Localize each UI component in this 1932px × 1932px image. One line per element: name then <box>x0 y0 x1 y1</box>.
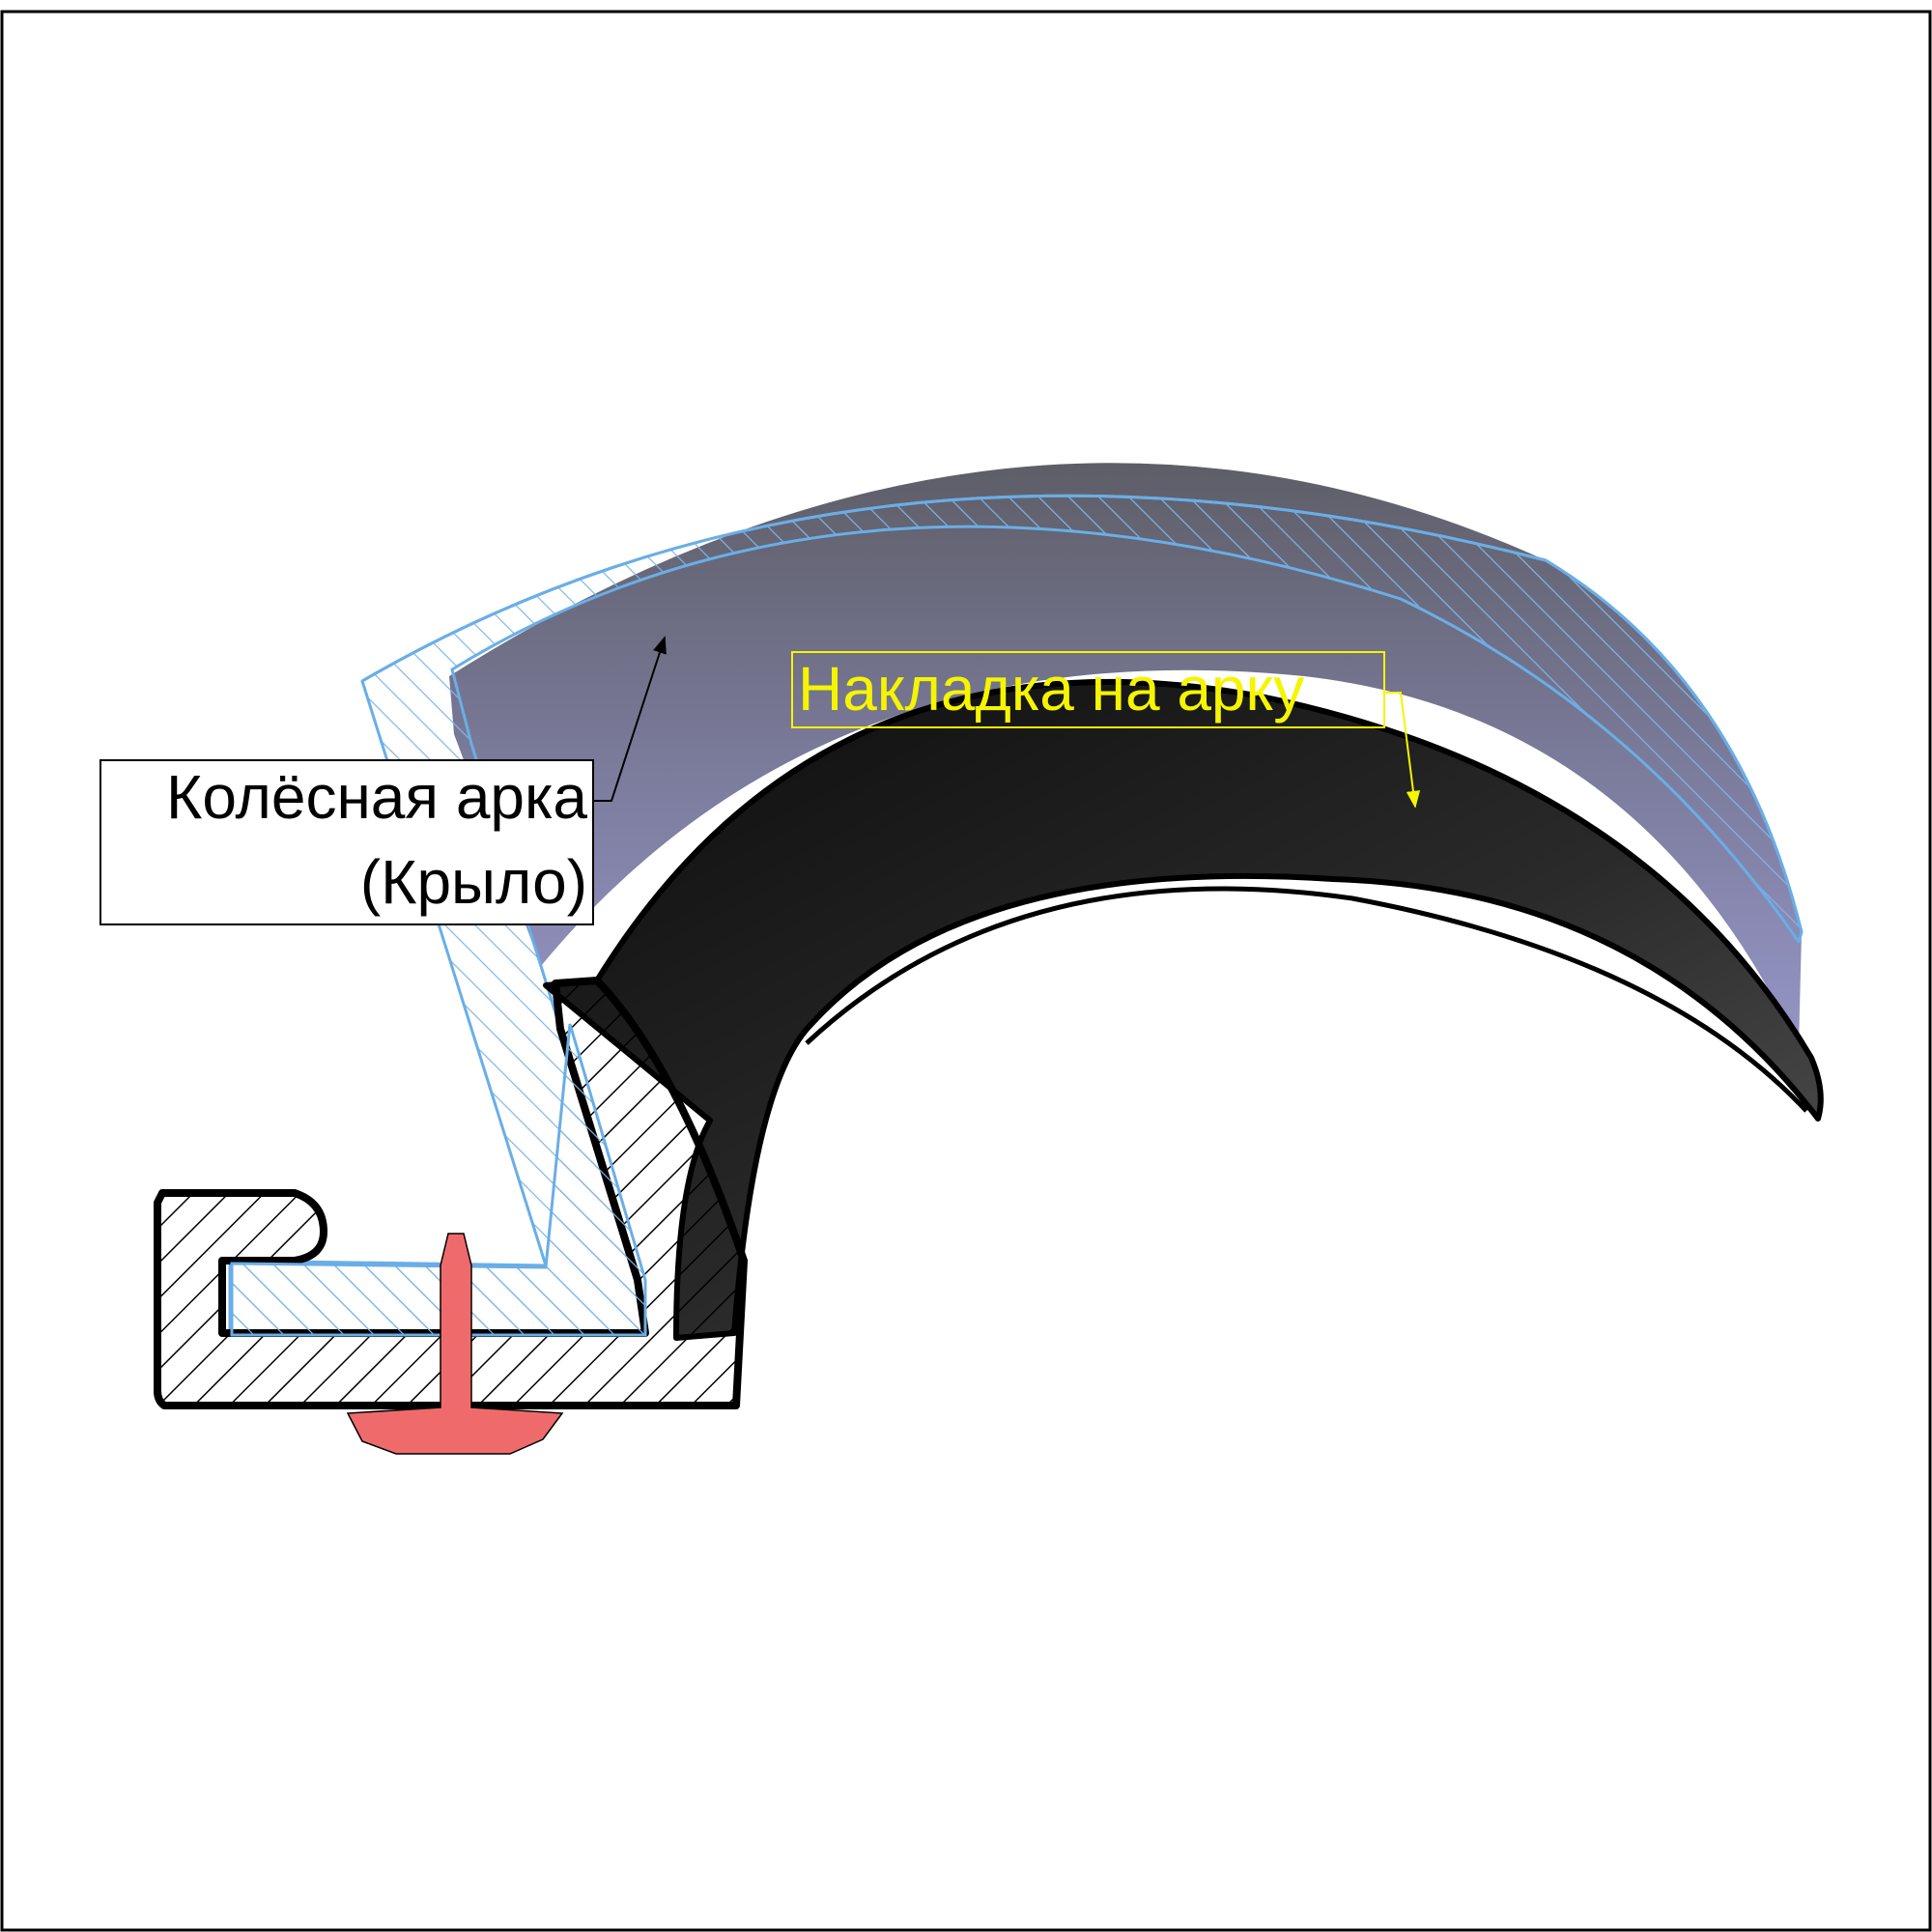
seal-base-profile <box>154 977 748 1409</box>
rubber-inner-lip <box>805 886 1808 1113</box>
wheel-arch-label-box <box>99 759 594 925</box>
wheel-arch-label-line1: Колёсная арка <box>166 762 587 832</box>
fender-lower-flange <box>230 1023 647 1337</box>
wheel-arch-label-line2: (Крыло) <box>360 847 587 917</box>
rubber-seal-arch <box>543 678 1824 1341</box>
drawing-frame <box>0 10 1932 1932</box>
rivet <box>346 1233 564 1455</box>
arch-cover-label-box <box>791 651 1385 728</box>
fender-top-edge <box>361 494 1804 933</box>
arch-cover-leader <box>1384 692 1421 809</box>
arch-cover-label: Накладка на арку <box>798 654 1304 724</box>
wheel-arch-leader <box>593 636 667 802</box>
